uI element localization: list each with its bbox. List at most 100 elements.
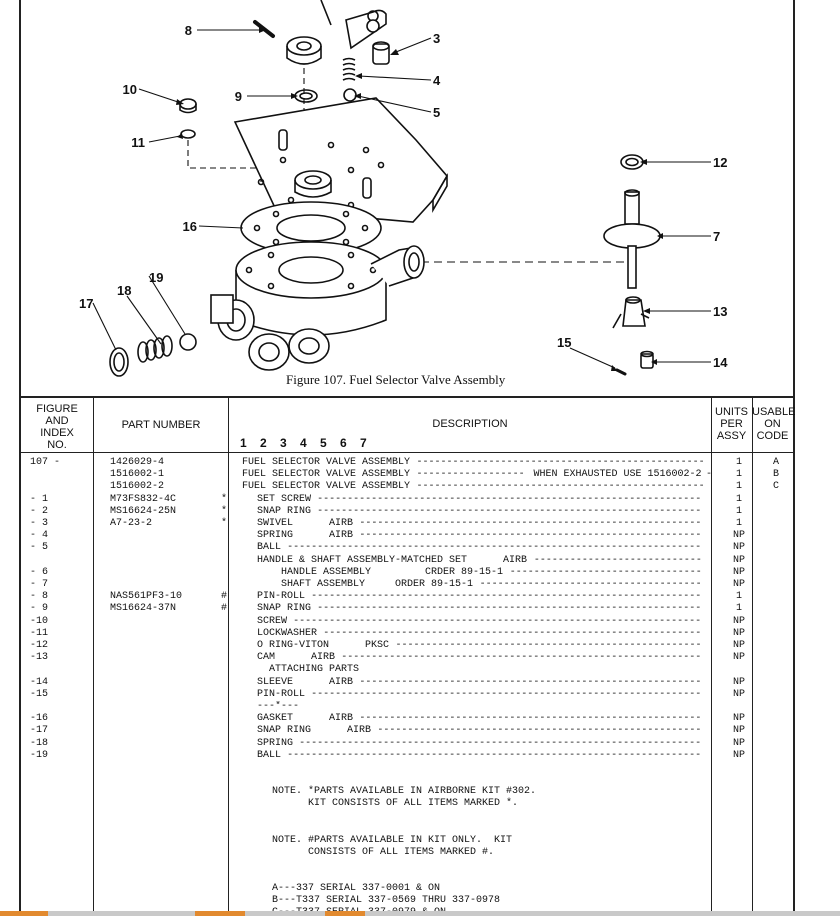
note-airborne-kit: NOTE. *PARTS AVAILABLE IN AIRBORNE KIT #… bbox=[272, 786, 537, 809]
callout-15: 15 bbox=[557, 335, 571, 350]
description-cell: SPRING bbox=[257, 737, 294, 749]
column-divider bbox=[228, 396, 229, 916]
figure-index-cell: - 7 bbox=[30, 579, 49, 590]
units-per-assy-cell: 1 bbox=[735, 457, 742, 468]
description-cell: SWIVEL AIRB bbox=[257, 518, 354, 529]
column-divider bbox=[752, 396, 753, 916]
dot-leader: ----------------------------------------… bbox=[359, 518, 702, 529]
callout-5: 5 bbox=[433, 105, 440, 120]
figure-caption: Figure 107. Fuel Selector Valve Assembly bbox=[286, 372, 506, 387]
column-divider bbox=[711, 396, 712, 916]
dot-leader: ----------------------------------------… bbox=[287, 542, 702, 554]
note-kit-only: NOTE. #PARTS AVAILABLE IN KIT ONLY. KIT … bbox=[272, 835, 513, 858]
callout-9: 9 bbox=[235, 89, 242, 104]
units-per-assy-cell: 1 bbox=[735, 603, 742, 615]
column-divider bbox=[93, 396, 94, 916]
dot-leader: ----------------------------------------… bbox=[287, 749, 702, 761]
figure-index-cell: - 2 bbox=[30, 505, 49, 517]
description-cell: GASKET AIRB bbox=[257, 713, 354, 725]
description-cell: SCREW bbox=[257, 615, 288, 627]
figure-index-cell: -17 bbox=[30, 725, 49, 737]
description-cell: FUEL SELECTOR VALVE ASSEMBLY bbox=[242, 481, 411, 493]
figure-index-cell: - 1 bbox=[30, 493, 49, 505]
units-per-assy-cell: NP bbox=[732, 566, 745, 578]
units-per-assy-cell: 1 bbox=[735, 469, 742, 481]
figure-index-cell: - 8 bbox=[30, 591, 49, 603]
page-border-left bbox=[19, 0, 21, 916]
header-units-per-assy: UNITS PER ASSY bbox=[715, 406, 748, 442]
part-number-cell: A7-23-2 bbox=[110, 518, 153, 529]
part-number-cell: M73FS832-4C bbox=[110, 493, 177, 505]
table-row: ---*--- bbox=[0, 701, 793, 713]
units-per-assy-cell: NP bbox=[732, 627, 745, 639]
units-per-assy-cell: NP bbox=[732, 676, 745, 688]
dot-leader: ----------------------------------------… bbox=[395, 640, 702, 651]
description-cell: SNAP RING AIRB bbox=[257, 725, 372, 737]
figure-index-cell: - 4 bbox=[30, 530, 49, 542]
figure-index-cell: - 9 bbox=[30, 603, 49, 615]
units-per-assy-cell: 1 bbox=[735, 493, 742, 505]
callout-11: 11 bbox=[131, 135, 145, 150]
units-per-assy-cell: NP bbox=[732, 737, 745, 749]
table-row: - 3 A7-23-2 * SWIVEL AIRB ------------------… bbox=[0, 518, 793, 530]
table-row: ATTACHING PARTS bbox=[0, 664, 793, 676]
callout-18: 18 bbox=[117, 283, 131, 298]
figure-index-cell: -12 bbox=[30, 640, 49, 651]
dot-leader: ----------------------------------------… bbox=[416, 481, 705, 493]
table-top-rule bbox=[21, 396, 793, 398]
units-per-assy-cell: NP bbox=[732, 749, 745, 761]
callout-3: 3 bbox=[433, 31, 440, 46]
dot-leader: ----------------------------------------… bbox=[359, 713, 702, 725]
description-cell: HANDLE ASSEMBLY CRDER 89-15-1 bbox=[281, 566, 504, 578]
units-per-assy-cell: 1 bbox=[735, 518, 742, 529]
dot-leader: ----------------------------------------… bbox=[323, 627, 702, 639]
description-cell: SNAP RING bbox=[257, 505, 312, 517]
dot-leader: ----------------------------------------… bbox=[299, 737, 702, 749]
callout-7: 7 bbox=[713, 229, 720, 244]
dot-leader: ----------------------------------------… bbox=[293, 615, 702, 627]
callout-14: 14 bbox=[713, 355, 728, 370]
units-per-assy-cell: NP bbox=[732, 713, 745, 725]
description-cell: ATTACHING PARTS bbox=[269, 664, 360, 676]
part-number-cell: 1516002-2 bbox=[110, 481, 165, 493]
header-figure-index: FIGURE AND INDEX NO. bbox=[36, 403, 78, 451]
header-bottom-rule bbox=[21, 452, 793, 453]
description-cell: SHAFT ASSEMBLY ORDER 89-15-1 bbox=[281, 579, 474, 590]
description-cell: SNAP RING bbox=[257, 603, 312, 615]
indent-column-numbers: 1 2 3 4 5 6 7 bbox=[240, 436, 372, 450]
description-cell: FUEL SELECTOR VALVE ASSEMBLY bbox=[242, 469, 411, 481]
figure-index-cell: -15 bbox=[30, 688, 49, 700]
part-number-cell: 1516002-1 bbox=[110, 469, 165, 481]
dot-leader: - bbox=[706, 469, 713, 481]
callout-8: 8 bbox=[185, 23, 192, 38]
dot-leader: ----------------------------------------… bbox=[317, 493, 702, 505]
dot-leader: ------------------ bbox=[416, 469, 525, 481]
description-cell: LOCKWASHER bbox=[257, 627, 318, 639]
dot-leader: ----------------------------------------… bbox=[359, 530, 702, 542]
header-usable-on-code: USABLE ON CODE bbox=[752, 406, 796, 442]
description-cell: SLEEVE AIRB bbox=[257, 676, 354, 688]
usable-on-code-cell: B bbox=[772, 469, 779, 481]
kit-mark-cell: # bbox=[221, 603, 228, 615]
dot-leader: ----------------------------------------… bbox=[317, 603, 702, 615]
units-per-assy-cell: NP bbox=[732, 615, 745, 627]
callout-4: 4 bbox=[433, 73, 441, 88]
figure-index-cell: - 3 bbox=[30, 518, 49, 529]
part-number-cell: 1426029-4 bbox=[110, 457, 165, 468]
description-cell: ---*--- bbox=[257, 701, 300, 712]
callout-13: 13 bbox=[713, 304, 727, 319]
figure-index-cell: -19 bbox=[30, 749, 49, 761]
kit-mark-cell: * bbox=[221, 505, 228, 517]
kit-mark-cell: * bbox=[221, 518, 228, 529]
